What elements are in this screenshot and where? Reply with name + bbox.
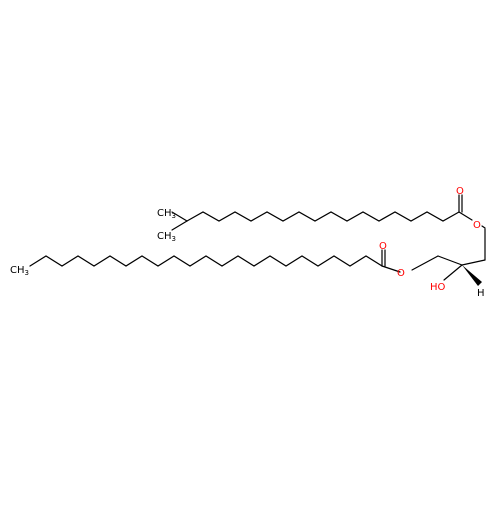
ch3-label-upper-2: CH3 [157, 231, 176, 243]
stereo-wedge [462, 265, 482, 286]
oxygen-carbonyl-upper: O [456, 186, 464, 197]
oxygen-ester-upper: O [473, 220, 481, 231]
upper-acyl-chain [171, 194, 486, 231]
lower-acyl-chain [29, 249, 401, 273]
glycerol-backbone [411, 228, 486, 286]
oxygen-carbonyl-lower: O [379, 241, 387, 252]
hydroxyl-label: HO [430, 282, 446, 293]
atom-labels: CH3 CH3 O O O O HO H CH3 [10, 186, 485, 299]
ch3-label-lower: CH3 [10, 265, 29, 277]
oxygen-ester-lower: O [397, 268, 405, 279]
stereo-h-label: H [477, 288, 485, 299]
ch3-label-upper-1: CH3 [157, 208, 176, 220]
